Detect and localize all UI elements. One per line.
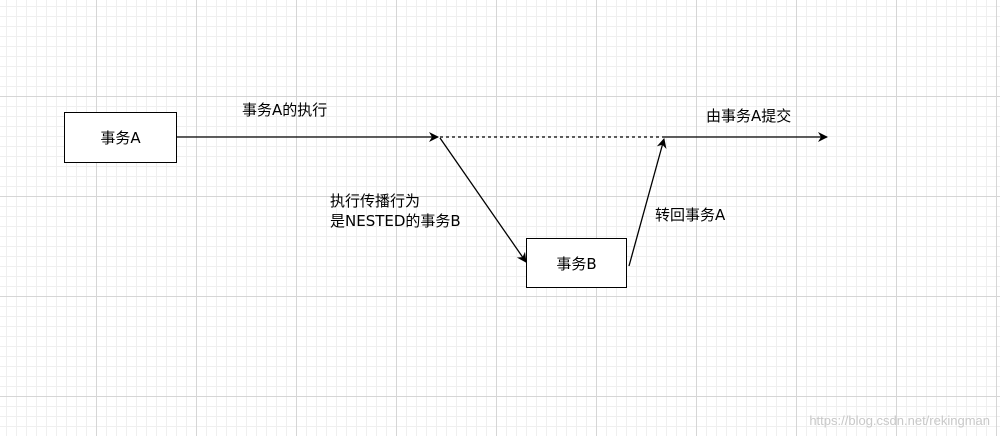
tx-b-node: 事务B: [526, 238, 627, 288]
return-to-a-label: 转回事务A: [655, 206, 726, 224]
propagation-label: 执行传播行为 是NESTED的事务B: [330, 191, 461, 231]
propagation-label-line1: 执行传播行为: [330, 192, 421, 210]
return-to-tx-a-arrow: [628, 138, 667, 267]
to-tx-b-arrow: [439, 137, 527, 263]
tx-b-node-label: 事务B: [556, 254, 597, 273]
tx-a-execute-label: 事务A的执行: [242, 101, 328, 119]
tx-a-node-label: 事务A: [100, 129, 141, 147]
tx-a-node: 事务A: [64, 112, 177, 163]
propagation-label-line2: 是NESTED的事务B: [330, 212, 461, 230]
watermark: https://blog.csdn.net/rekingman: [809, 413, 990, 428]
commit-label: 由事务A提交: [706, 107, 792, 125]
